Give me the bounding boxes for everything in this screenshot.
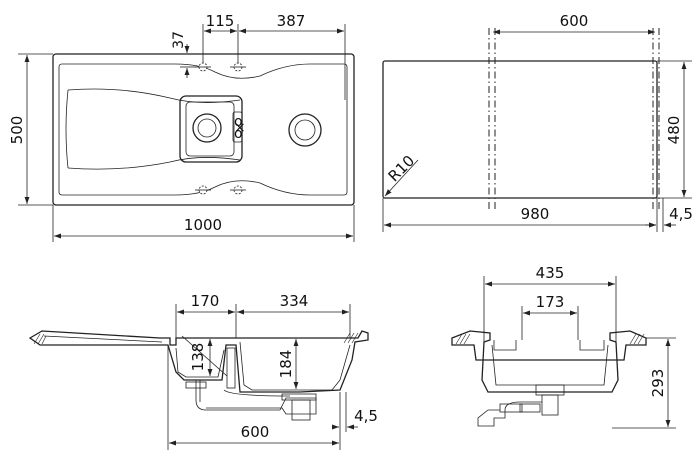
drainer-groove-bottom	[67, 157, 241, 170]
dim-depth: 293	[649, 369, 667, 398]
right-drain-inner	[294, 119, 316, 141]
side-large-bowl	[239, 341, 351, 391]
drainer-edge	[65, 89, 69, 169]
overflow-slot	[232, 111, 243, 143]
dim-right-bowl-depth: 184	[277, 350, 295, 379]
cutout-outline	[382, 60, 658, 199]
top-view: o × o 1000 500 115 387	[8, 12, 355, 242]
side-small-bowl	[175, 347, 225, 378]
left-bowl-inner	[185, 101, 235, 157]
dim-left-bowl-depth: 138	[189, 343, 207, 372]
side-rim-profile	[28, 330, 369, 393]
front-view: 435 173 293	[451, 264, 676, 429]
dim-drain-spacing: 387	[277, 12, 306, 30]
side-drain-trap	[195, 380, 317, 415]
sink-inner-rim	[58, 63, 348, 196]
dim-tap-spacing: 115	[206, 12, 235, 30]
dim-total-width: 1000	[184, 216, 222, 234]
dim-total-depth: 500	[8, 116, 26, 145]
left-drain-inner	[197, 118, 217, 138]
dim-line-r10	[384, 159, 419, 197]
overflow-mark-2: ×	[234, 120, 246, 136]
dim-left-bowl-width: 170	[191, 292, 220, 310]
dim-rim-thickness: 4,5	[669, 205, 693, 223]
front-bowl	[491, 344, 609, 386]
dim-cutout-depth: 480	[665, 116, 683, 145]
left-drain-outer	[192, 113, 222, 143]
side-overflow-pipe	[226, 347, 236, 389]
cutout-view: 600 480 980 4,5 R10	[382, 12, 693, 232]
right-drain-outer	[288, 113, 322, 147]
overflow-mark-3: o	[234, 126, 243, 142]
front-rim-profile	[451, 330, 647, 393]
sink-outline	[52, 53, 355, 206]
drainer-groove-top	[67, 88, 241, 103]
side-view: 170 334 138 184 600 4,5	[28, 292, 378, 450]
front-drain	[535, 384, 565, 396]
front-trap	[477, 401, 542, 427]
dim-right-bowl-width: 334	[280, 292, 309, 310]
dim-base-width: 600	[241, 423, 270, 441]
dim-corner-radius: R10	[385, 152, 419, 186]
dim-tap-offset: 37	[171, 31, 187, 49]
dim-inner-width: 173	[536, 293, 565, 311]
dim-cutout-width: 980	[521, 205, 550, 223]
dim-outer-width: 435	[536, 264, 565, 282]
dim-base-offset: 4,5	[354, 407, 378, 425]
overflow-mark: o	[234, 114, 243, 130]
dim-bowl-width: 600	[560, 12, 589, 30]
